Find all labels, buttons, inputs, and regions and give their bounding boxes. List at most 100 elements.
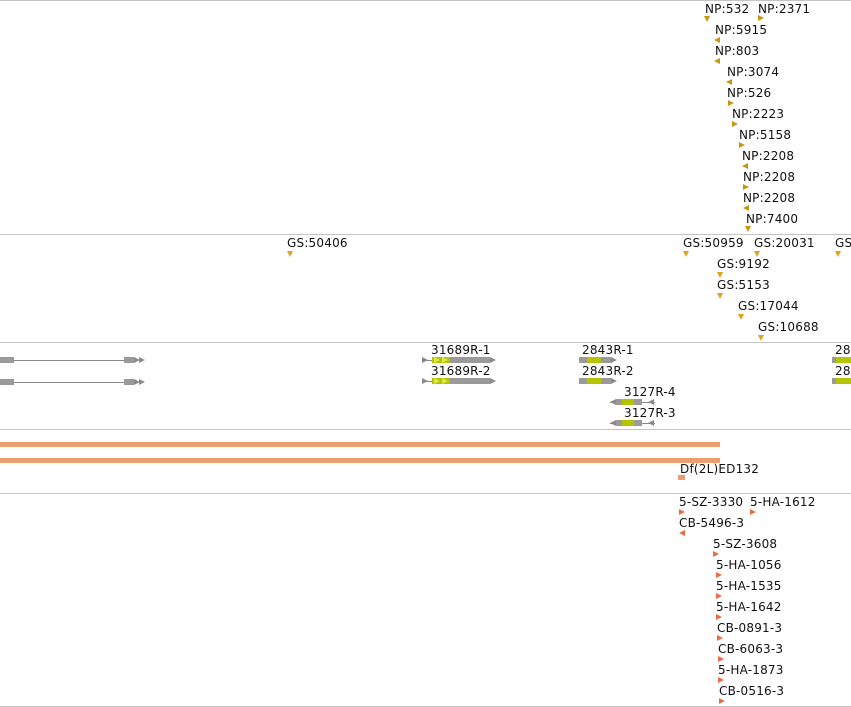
feature-label: 5-SZ-3608 (713, 537, 778, 551)
feature-label: NP:2208 (743, 170, 796, 184)
feature-label: 28 (835, 364, 851, 378)
marker-triangle-icon (716, 572, 722, 578)
transcript-3127R-4[interactable]: 3127R-4 (610, 385, 676, 407)
transcript-2843R-1[interactable]: 2843R-1 (579, 343, 649, 365)
cds-block (587, 357, 601, 363)
feature-label: GS:50406 (287, 236, 348, 250)
cds-block (622, 399, 634, 405)
strand-arrow-icon (442, 357, 448, 363)
feature-label: GS:20031 (754, 236, 815, 250)
cds-block (432, 357, 450, 363)
deficiency-marker (678, 475, 685, 480)
feature-label: GS:17044 (738, 299, 799, 313)
exon-block (124, 357, 134, 363)
marker-triangle-icon (745, 226, 751, 232)
feature-label: 3127R-4 (624, 385, 676, 399)
marker-triangle-icon (743, 184, 749, 190)
feature-label: NP:3074 (727, 65, 780, 79)
strand-arrow-icon (139, 357, 145, 363)
exon-block (0, 379, 14, 385)
feature-label: 5-HA-1535 (716, 579, 782, 593)
strand-arrow-icon (610, 420, 616, 426)
strand-arrow-icon (134, 379, 140, 385)
exon-block (634, 399, 642, 405)
intron-line (14, 382, 124, 383)
feature-label: 2843R-2 (582, 364, 634, 378)
feature-label: NP:2371 (758, 2, 811, 16)
marker-triangle-icon (287, 251, 293, 257)
marker-triangle-icon (758, 335, 764, 341)
exon-block (601, 378, 611, 384)
exon-block (450, 378, 490, 384)
marker-triangle-icon (717, 272, 723, 278)
marker-triangle-icon (713, 551, 719, 557)
marker-triangle-icon (835, 251, 841, 257)
marker-triangle-icon (718, 677, 724, 683)
transcript-right-edge[interactable]: 28 (832, 364, 851, 386)
marker-triangle-icon (758, 15, 764, 21)
feature-label: GS:50959 (683, 236, 744, 250)
track-divider (0, 234, 851, 235)
feature-label: GS (835, 236, 851, 250)
exon-block (832, 357, 836, 363)
gene-model[interactable] (0, 356, 146, 364)
feature-label: CB-6063-3 (718, 642, 784, 656)
feature-label: 31689R-2 (431, 364, 491, 378)
marker-triangle-icon (717, 635, 723, 641)
transcript-3127R-3[interactable]: 3127R-3 (610, 406, 676, 428)
strand-arrow-icon (434, 357, 440, 363)
feature-label: GS:5153 (717, 278, 770, 292)
exon-block (450, 357, 490, 363)
gene-model[interactable] (0, 378, 146, 386)
track-divider (0, 342, 851, 343)
exon-block (634, 420, 642, 426)
feature-label: 5-SZ-3330 (679, 495, 744, 509)
feature-label: NP:7400 (746, 212, 799, 226)
cds-block (587, 378, 601, 384)
strand-arrow-icon (434, 378, 440, 384)
feature-label: 5-HA-1056 (716, 558, 782, 572)
marker-triangle-icon (732, 121, 738, 127)
feature-label: 5-HA-1612 (750, 495, 816, 509)
marker-triangle-icon (719, 698, 725, 704)
feature-label: NP:5915 (715, 23, 768, 37)
feature-label: 3127R-3 (624, 406, 676, 420)
marker-triangle-icon (717, 293, 723, 299)
marker-triangle-icon (728, 100, 734, 106)
transcript-2843R-2[interactable]: 2843R-2 (579, 364, 649, 386)
feature-label: NP:526 (727, 86, 772, 100)
exon-block (601, 357, 611, 363)
marker-triangle-icon (738, 314, 744, 320)
marker-triangle-icon (742, 163, 748, 169)
exon-block (616, 420, 622, 426)
exon-block (616, 399, 622, 405)
transcript-31689R-1[interactable]: 31689R-1 (422, 343, 502, 365)
intron-line (14, 360, 124, 361)
track-divider (0, 429, 851, 430)
feature-label: NP:2208 (743, 191, 796, 205)
transcript-right-edge[interactable]: 28 (832, 343, 851, 365)
exon-block (579, 357, 587, 363)
strand-arrow-icon (490, 378, 496, 384)
deficiency-bar[interactable] (0, 458, 720, 463)
insertion-track: 5-SZ-3330 5-HA-1612 CB-5496-3 5-SZ-3608 … (0, 493, 851, 706)
strand-arrow-icon (648, 399, 654, 405)
cds-block (836, 357, 851, 363)
marker-triangle-icon (750, 509, 756, 515)
feature-label: CB-0891-3 (717, 621, 783, 635)
feature-label: 28 (835, 343, 851, 357)
exon-block (0, 357, 14, 363)
deficiency-bar[interactable] (0, 442, 720, 447)
strand-arrow-icon (422, 378, 428, 384)
transcript-31689R-2[interactable]: 31689R-2 (422, 364, 502, 386)
strand-arrow-icon (610, 399, 616, 405)
cds-block (432, 378, 450, 384)
feature-label: 5-HA-1873 (718, 663, 784, 677)
feature-label: GS:10688 (758, 320, 819, 334)
strand-arrow-icon (134, 357, 140, 363)
marker-triangle-icon (716, 593, 722, 599)
feature-label: GS:9192 (717, 257, 770, 271)
np-track: NP:532 NP:2371 NP:5915 NP:803 NP:3074 NP… (0, 0, 851, 234)
transcript-track: 31689R-1 31689R-2 2843R-1 2843R-2 31 (0, 342, 851, 429)
feature-label: 5-HA-1642 (716, 600, 782, 614)
